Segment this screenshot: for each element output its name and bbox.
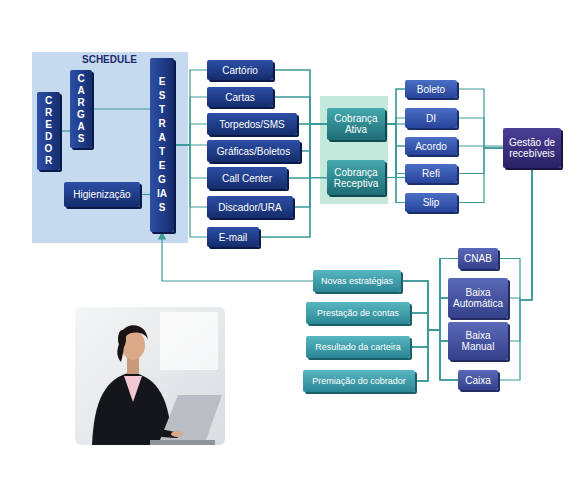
connector-line	[300, 151, 327, 178]
connector-line	[174, 70, 207, 145]
connector-line	[457, 89, 503, 148]
connector-line	[385, 124, 405, 203]
box-label: Acordo	[415, 141, 447, 152]
connector-line	[300, 124, 327, 151]
connector-line	[162, 232, 313, 281]
connector-line	[457, 148, 503, 174]
box-label: Caixa	[465, 375, 491, 386]
output-box: Prestação de contas	[306, 302, 410, 324]
settlement-box: CNAB	[458, 248, 498, 269]
connector-line	[457, 145, 503, 146]
connector-line	[457, 118, 503, 148]
source-bar: CARGAS	[70, 70, 92, 148]
channel-box: Torpedos/SMS	[207, 113, 297, 135]
settlement-box: Caixa	[458, 370, 498, 390]
strategy-bar: ESTRATEGIAS	[150, 58, 174, 232]
connector-line	[415, 330, 448, 381]
box-label: Prestação de contas	[317, 308, 399, 319]
connector-line	[385, 124, 405, 146]
box-label: Refi	[422, 168, 440, 179]
connector-line	[385, 89, 405, 124]
collection-box: Cobrança Receptiva	[327, 160, 385, 195]
source-bar: CREDOR	[37, 92, 60, 170]
connector-line	[140, 194, 150, 195]
connector-line	[415, 259, 458, 382]
output-box: Resultado da carteira	[306, 336, 410, 358]
box-label: DI	[426, 113, 436, 124]
channel-box: Discador/URA	[207, 196, 293, 218]
box-label: Novas estratégias	[321, 276, 393, 287]
box-label: Cartório	[222, 65, 258, 76]
connector-line	[410, 313, 448, 341]
output-box: Premiação do cobrador	[303, 370, 415, 392]
connector-line	[457, 148, 503, 203]
connector-line	[60, 130, 70, 131]
result-box: Slip	[405, 193, 457, 212]
panel-title: SCHEDULE	[82, 54, 137, 65]
management-box: Gestão de recebíveis	[503, 128, 561, 168]
box-label: ESTRATEGIAS	[157, 75, 167, 215]
connector-line	[508, 168, 532, 300]
box-label: E-mail	[219, 232, 247, 243]
connector-line	[410, 330, 448, 347]
box-label: Torpedos/SMS	[219, 119, 285, 130]
collection-box: Cobrança Ativa	[327, 108, 385, 140]
box-label: CARGAS	[76, 73, 86, 145]
box-label: Boleto	[417, 84, 445, 95]
connector-line	[385, 124, 405, 174]
box-label: Cobrança Ativa	[331, 113, 381, 135]
connector-line	[174, 124, 207, 145]
channel-box: Gráficas/Boletos	[207, 140, 300, 162]
box-label: Call Center	[222, 173, 272, 184]
channel-box: Cartas	[207, 87, 273, 107]
connector-line	[410, 298, 448, 347]
box-label: Cartas	[225, 92, 254, 103]
channel-box: Cartório	[207, 60, 273, 80]
box-label: Slip	[423, 197, 440, 208]
cobranca-panel	[320, 96, 388, 204]
woman-photo	[75, 307, 225, 445]
settlement-box: Baixa Manual	[448, 322, 508, 360]
connector-line	[174, 97, 207, 145]
box-label: CNAB	[464, 253, 492, 264]
channel-box: Call Center	[207, 167, 287, 189]
connector-line	[174, 145, 207, 237]
channel-box: E-mail	[207, 227, 259, 247]
schedule-panel-fill	[32, 52, 188, 243]
connector-line	[92, 108, 150, 109]
connector-line	[297, 124, 327, 178]
box-label: Baixa Manual	[452, 330, 504, 352]
box-label: Higienização	[73, 189, 130, 200]
connector-line	[385, 89, 405, 178]
connector-line	[385, 146, 405, 178]
result-box: DI	[405, 108, 457, 128]
result-box: Acordo	[405, 137, 457, 155]
result-box: Boleto	[405, 80, 457, 98]
box-label: Baixa Automática	[452, 287, 504, 309]
connector-line	[273, 97, 327, 178]
output-box: Novas estratégias	[313, 270, 401, 292]
box-label: Discador/URA	[218, 202, 281, 213]
box-label: Gestão de recebíveis	[507, 137, 557, 159]
box-label: CREDOR	[44, 95, 54, 167]
result-box: Refi	[405, 164, 457, 183]
schedule-panel: SCHEDULE CREDOR CARGAS Higienização ESTRATEG…	[32, 52, 188, 243]
process-box: Higienização	[64, 182, 140, 207]
settlement-box: Baixa Automática	[448, 278, 508, 318]
connector-line	[385, 178, 405, 203]
connector-line	[410, 298, 448, 330]
box-label: Resultado da carteira	[315, 342, 401, 353]
connector-line	[385, 118, 405, 178]
box-label: Cobrança Receptiva	[331, 167, 381, 189]
box-label: Premiação do cobrador	[312, 376, 406, 387]
box-label: Gráficas/Boletos	[217, 146, 290, 157]
connector-line	[415, 298, 448, 381]
